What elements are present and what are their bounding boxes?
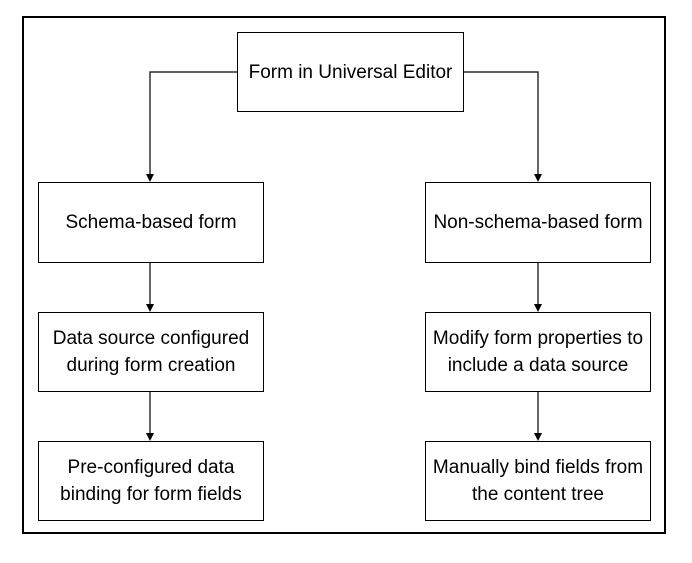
node-non-schema-based-form: Non-schema-based form xyxy=(425,182,651,263)
node-data-source-configured: Data source configured during form creat… xyxy=(38,312,264,392)
node-schema-based-form: Schema-based form xyxy=(38,182,264,263)
node-manually-bind-fields: Manually bind fields from the content tr… xyxy=(425,441,651,521)
node-preconfigured-binding: Pre-configured data binding for form fie… xyxy=(38,441,264,521)
node-form-in-universal-editor: Form in Universal Editor xyxy=(237,32,464,112)
diagram-frame xyxy=(22,16,666,534)
node-modify-form-properties: Modify form properties to include a data… xyxy=(425,312,651,392)
